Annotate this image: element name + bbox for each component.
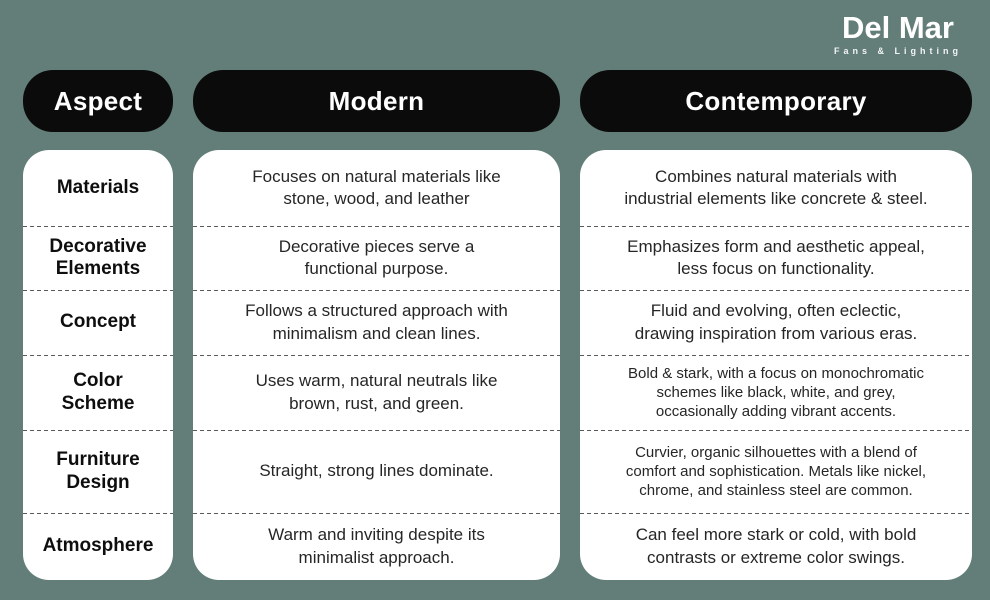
modern-cell: Focuses on natural materials like stone,… <box>252 166 501 208</box>
table-header-row: Aspect Modern Contemporary <box>23 70 972 132</box>
aspect-cell: Furniture Design <box>23 430 173 513</box>
column-header-modern: Modern <box>193 70 560 132</box>
brand-tagline: Fans & Lighting <box>834 46 962 56</box>
contemporary-cell: Bold & stark, with a focus on monochroma… <box>580 355 972 430</box>
column-header-contemporary: Contemporary <box>580 70 972 132</box>
aspect-cell: Decorative Elements <box>23 226 173 290</box>
table-body: Materials Decorative Elements Concept Co… <box>23 150 972 580</box>
modern-cell: Follows a structured approach with minim… <box>193 290 560 355</box>
column-header-aspect: Aspect <box>23 70 173 132</box>
modern-column-card: Focuses on natural materials like stone,… <box>193 150 560 580</box>
brand-logo: Del Mar Fans & Lighting <box>834 12 962 56</box>
aspect-cell: Color Scheme <box>23 355 173 430</box>
aspect-cell: Concept <box>23 290 173 355</box>
modern-cell: Uses warm, natural neutrals like brown, … <box>193 355 560 430</box>
aspect-cell: Materials <box>56 176 140 198</box>
contemporary-cell: Curvier, organic silhouettes with a blen… <box>580 430 972 513</box>
modern-cell: Decorative pieces serve a functional pur… <box>193 226 560 290</box>
aspect-column-card: Materials Decorative Elements Concept Co… <box>23 150 173 580</box>
contemporary-cell: Emphasizes form and aesthetic appeal, le… <box>580 226 972 290</box>
modern-cell: Straight, strong lines dominate. <box>193 430 560 513</box>
contemporary-cell: Can feel more stark or cold, with bold c… <box>580 513 972 580</box>
modern-cell: Warm and inviting despite its minimalist… <box>193 513 560 580</box>
contemporary-cell: Fluid and evolving, often eclectic, draw… <box>580 290 972 355</box>
contemporary-cell: Combines natural materials with industri… <box>624 166 928 208</box>
brand-name: Del Mar <box>842 10 954 45</box>
contemporary-column-card: Combines natural materials with industri… <box>580 150 972 580</box>
aspect-cell: Atmosphere <box>23 513 173 580</box>
